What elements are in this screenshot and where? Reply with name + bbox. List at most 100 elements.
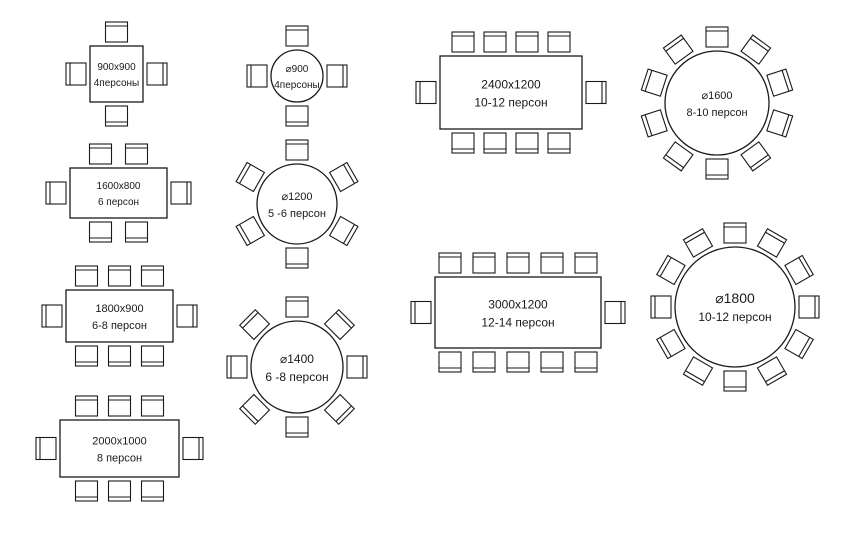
- table-size-label: ⌀1200: [281, 191, 312, 203]
- chair-left: [415, 80, 437, 105]
- chair-bottom: [506, 351, 530, 373]
- chair-bottom: [438, 351, 462, 373]
- chair-round: [323, 308, 356, 341]
- chair-top: [107, 395, 132, 417]
- chair-bottom: [88, 221, 113, 243]
- chair-top: [506, 252, 530, 274]
- chair-round: [766, 68, 794, 97]
- chair-top: [124, 143, 149, 165]
- chair-round: [226, 355, 248, 379]
- round-tabletop: [674, 246, 796, 368]
- chair-round: [640, 109, 668, 138]
- chair-top: [472, 252, 496, 274]
- chair-top: [107, 265, 132, 287]
- chair-right: [604, 300, 626, 325]
- chair-top: [547, 31, 571, 53]
- chair-round: [740, 34, 772, 65]
- chair-bottom: [451, 132, 475, 154]
- chair-round: [766, 109, 794, 138]
- table-round-8: ⌀1400 6 -8 персон: [226, 296, 368, 438]
- chair-round: [662, 141, 694, 172]
- chair-round: [662, 34, 694, 65]
- chair-right: [170, 181, 192, 205]
- chair-bottom: [104, 105, 129, 127]
- chair-bottom: [140, 345, 165, 367]
- chair-round: [705, 26, 729, 48]
- chair-round: [640, 68, 668, 97]
- chair-top: [74, 265, 99, 287]
- rect-tabletop: [69, 167, 168, 219]
- table-size-label: 1600x800: [97, 181, 141, 192]
- table-size-label: ⌀1600: [701, 90, 732, 102]
- chair-top: [74, 395, 99, 417]
- round-tabletop: [256, 163, 338, 245]
- chair-bottom: [74, 345, 99, 367]
- table-capacity-label: 12-14 персон: [481, 316, 554, 330]
- chair-left: [410, 300, 432, 325]
- round-tabletop: [250, 320, 344, 414]
- chair-round: [238, 308, 271, 341]
- chair-top: [438, 252, 462, 274]
- chair-round: [285, 105, 309, 127]
- chair-round: [285, 296, 309, 318]
- table-round-6: ⌀1200 5 -6 персон: [235, 139, 359, 269]
- chair-round: [285, 139, 309, 161]
- chair-round: [740, 141, 772, 172]
- chair-left: [65, 62, 87, 86]
- chair-round: [723, 370, 747, 392]
- table-size-label: 2000x1000: [92, 436, 146, 448]
- chair-round: [798, 295, 820, 319]
- chair-round: [650, 295, 672, 319]
- chair-round: [235, 215, 266, 247]
- table-capacity-label: 10-12 персон: [474, 96, 547, 110]
- chair-round: [285, 247, 309, 269]
- table-capacity-label: 6 -8 персон: [265, 370, 328, 384]
- chair-bottom: [472, 351, 496, 373]
- chair-top: [574, 252, 598, 274]
- chair-bottom: [140, 480, 165, 502]
- table-capacity-label: 5 -6 персон: [268, 208, 326, 220]
- rect-tabletop: [89, 45, 144, 103]
- chair-right: [585, 80, 607, 105]
- chair-bottom: [574, 351, 598, 373]
- chair-round: [238, 393, 271, 426]
- chair-top: [140, 265, 165, 287]
- table-size-label: 1800x900: [95, 303, 143, 315]
- rect-tabletop: [434, 276, 602, 349]
- table-rect-5: 1600x800 6 персон: [45, 143, 192, 243]
- chair-top: [104, 21, 129, 43]
- chair-round: [323, 393, 356, 426]
- chair-round: [756, 228, 788, 258]
- chair-round: [328, 161, 359, 193]
- chair-round: [656, 254, 686, 286]
- round-tabletop: [664, 50, 770, 156]
- chair-bottom: [515, 132, 539, 154]
- chair-right: [182, 436, 204, 461]
- chair-bottom: [540, 351, 564, 373]
- table-capacity-label: 6 персон: [98, 197, 139, 208]
- chair-top: [515, 31, 539, 53]
- chair-round: [682, 228, 714, 258]
- table-size-label: ⌀1400: [280, 352, 314, 366]
- chair-round: [723, 222, 747, 244]
- chair-bottom: [107, 345, 132, 367]
- chair-round: [246, 64, 268, 88]
- chair-left: [35, 436, 57, 461]
- table-size-label: 900x900: [97, 62, 136, 73]
- chair-top: [451, 31, 475, 53]
- table-size-label: ⌀1800: [715, 290, 755, 306]
- chair-top: [483, 31, 507, 53]
- rect-tabletop: [439, 55, 583, 130]
- round-tabletop: [270, 49, 324, 103]
- chair-round: [235, 161, 266, 193]
- chair-bottom: [74, 480, 99, 502]
- table-capacity-label: 8 персон: [97, 453, 142, 465]
- chair-bottom: [124, 221, 149, 243]
- chair-round: [705, 158, 729, 180]
